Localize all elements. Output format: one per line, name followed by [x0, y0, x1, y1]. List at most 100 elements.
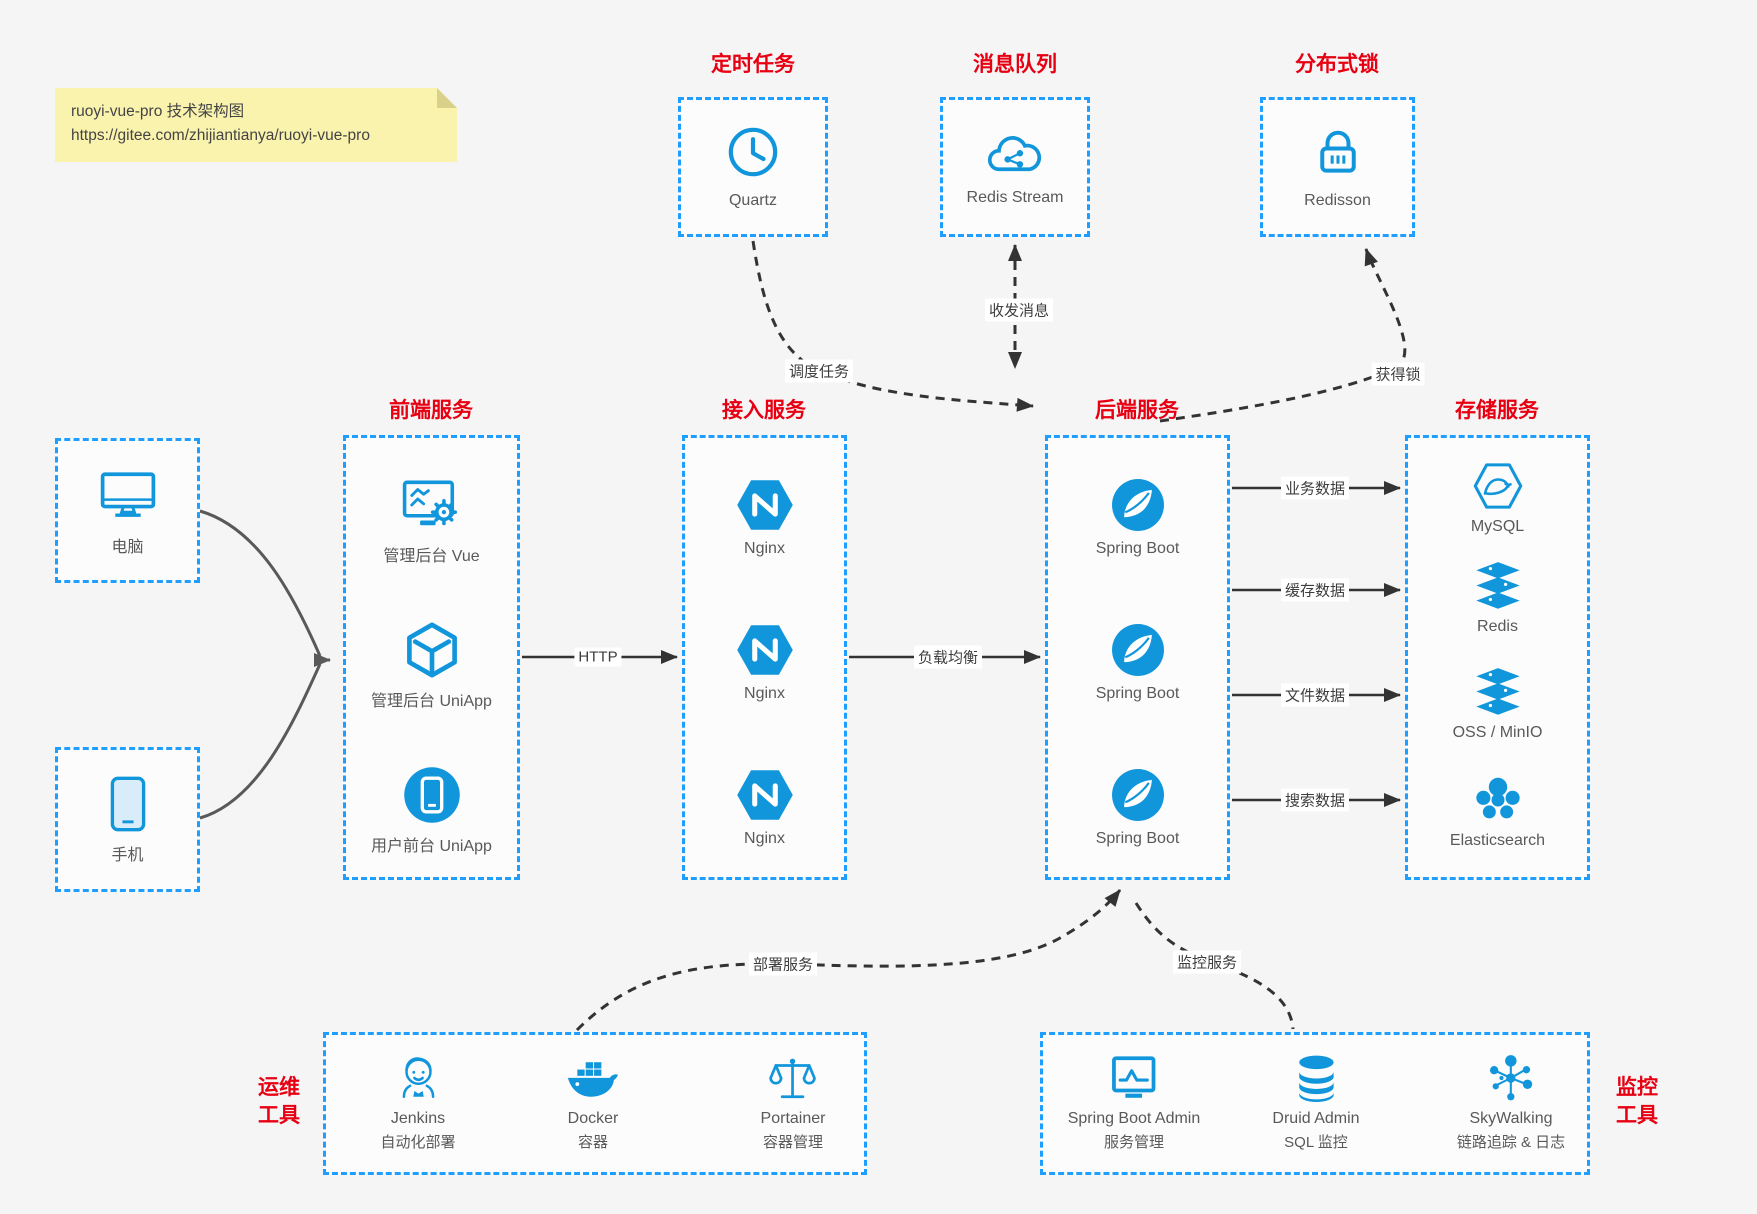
storage-item-label: OSS / MinIO	[1452, 724, 1543, 741]
ops-item-name: Jenkins	[390, 1110, 446, 1127]
frontend-item: 用户前台 UniApp	[346, 764, 517, 856]
storage-item: Redis	[1408, 560, 1587, 636]
ops-item: Docker 容器	[565, 1053, 621, 1152]
redisson-box: Redisson	[1260, 97, 1415, 237]
cube-icon	[401, 619, 463, 681]
nginx-icon	[736, 476, 794, 534]
edge-label-search-data: 搜索数据	[1280, 788, 1350, 812]
mobile-box: 手机	[55, 747, 200, 892]
gateway-box: Nginx Nginx Nginx	[682, 435, 847, 880]
group-title-storage: 存储服务	[1455, 399, 1539, 422]
redis-stream-box: Redis Stream	[940, 97, 1090, 237]
nginx-icon	[736, 766, 794, 824]
gateway-item: Nginx	[685, 766, 844, 848]
group-title-backend: 后端服务	[1095, 399, 1179, 422]
edge-acquire-lock	[1159, 248, 1407, 423]
edge-label-monitor-service: 监控服务	[1172, 950, 1242, 974]
ops-title-line1: 运维	[258, 1076, 300, 1099]
note-url: https://gitee.com/zhijiantianya/ruoyi-vu…	[71, 127, 370, 144]
note-title: ruoyi-vue-pro 技术架构图	[71, 103, 245, 120]
backend-item: Spring Boot	[1048, 476, 1227, 558]
nginx-icon	[736, 621, 794, 679]
monitor-item-name: SkyWalking	[1469, 1110, 1553, 1127]
spring-boot-icon	[1109, 621, 1167, 679]
group-title-ops: 运维 工具	[246, 1074, 312, 1130]
monitor-tools-box: Spring Boot Admin 服务管理 Druid Admin SQL 监…	[1040, 1032, 1590, 1175]
backend-item-label: Spring Boot	[1095, 540, 1180, 557]
sticky-note: ruoyi-vue-pro 技术架构图 https://gitee.com/zh…	[55, 88, 457, 162]
edge-label-http: HTTP	[574, 647, 622, 667]
storage-item: MySQL	[1408, 460, 1587, 536]
group-title-mq: 消息队列	[973, 53, 1057, 76]
storage-item-label: MySQL	[1470, 518, 1525, 535]
frontend-item: 管理后台 Vue	[346, 474, 517, 566]
storage-item: OSS / MinIO	[1408, 666, 1587, 742]
admin-vue-icon	[401, 474, 463, 536]
group-title-lock: 分布式锁	[1295, 53, 1379, 76]
backend-item: Spring Boot	[1048, 621, 1227, 703]
backend-box: Spring Boot Spring Boot Spring Boot	[1045, 435, 1230, 880]
frontend-item-label: 管理后台 Vue	[383, 548, 480, 565]
redisson-label: Redisson	[1304, 192, 1371, 209]
ops-item-name: Docker	[567, 1110, 619, 1127]
edge-label-business-data: 业务数据	[1280, 476, 1350, 500]
frontend-item-label: 管理后台 UniApp	[371, 693, 492, 710]
edge-label-send-receive: 收发消息	[984, 298, 1054, 322]
storage-item: Elasticsearch	[1408, 774, 1587, 850]
ops-item-desc: 自动化部署	[380, 1134, 456, 1151]
monitor-item-name: Druid Admin	[1272, 1110, 1360, 1127]
edge-label-cache-data: 缓存数据	[1280, 578, 1350, 602]
ops-item: Portainer 容器管理	[760, 1053, 826, 1152]
mysql-icon	[1472, 460, 1524, 512]
topology-icon	[1486, 1053, 1536, 1103]
ops-item-desc: 容器	[577, 1134, 608, 1151]
edge-mobile-to-frontend	[199, 663, 322, 820]
lock-icon	[1310, 124, 1366, 180]
portainer-icon	[768, 1053, 818, 1103]
user-app-icon	[401, 764, 463, 826]
gateway-item-label: Nginx	[744, 540, 785, 557]
gateway-item: Nginx	[685, 621, 844, 703]
monitor-item-desc: SQL 监控	[1284, 1134, 1348, 1151]
edge-label-schedule-task: 调度任务	[784, 359, 854, 383]
jenkins-icon	[393, 1053, 443, 1103]
quartz-box: Quartz	[678, 97, 828, 237]
spring-boot-icon	[1109, 766, 1167, 824]
pc-box: 电脑	[55, 438, 200, 583]
backend-item: Spring Boot	[1048, 766, 1227, 848]
edge-label-deploy-service: 部署服务	[748, 952, 818, 976]
frontend-item-label: 用户前台 UniApp	[371, 838, 492, 855]
group-title-monitor: 监控 工具	[1604, 1074, 1670, 1130]
elasticsearch-icon	[1472, 774, 1524, 826]
storage-stack-icon	[1472, 666, 1524, 718]
monitor-item: Spring Boot Admin 服务管理	[1067, 1053, 1201, 1152]
monitor-item: Druid Admin SQL 监控	[1272, 1053, 1360, 1152]
ops-item-name: Portainer	[760, 1110, 826, 1127]
monitor-item-desc: 服务管理	[1103, 1134, 1164, 1151]
edge-label-load-balance: 负载均衡	[913, 645, 983, 669]
edge-deploy-service	[575, 889, 1122, 1032]
gateway-item: Nginx	[685, 476, 844, 558]
backend-item-label: Spring Boot	[1095, 685, 1180, 702]
spring-boot-icon	[1109, 476, 1167, 534]
group-title-scheduler: 定时任务	[711, 53, 795, 76]
monitor-title-line2: 工具	[1616, 1104, 1658, 1127]
docker-icon	[565, 1057, 621, 1103]
phone-icon	[105, 775, 151, 833]
group-title-frontend: 前端服务	[389, 399, 473, 422]
pc-label: 电脑	[111, 538, 144, 556]
mobile-label: 手机	[111, 846, 144, 864]
storage-box: MySQL Redis OSS / MinIO Elasticsearch	[1405, 435, 1590, 880]
monitor-item-name: Spring Boot Admin	[1067, 1110, 1201, 1127]
ops-item-desc: 容器管理	[762, 1134, 824, 1151]
storage-item-label: Elasticsearch	[1449, 832, 1546, 849]
quartz-label: Quartz	[728, 192, 777, 209]
edge-label-acquire-lock: 获得锁	[1371, 362, 1425, 386]
cloud-mq-icon	[983, 127, 1047, 177]
monitor-item-desc: 链路追踪 & 日志	[1456, 1134, 1566, 1151]
ops-item: Jenkins 自动化部署	[380, 1053, 456, 1152]
monitor-chart-icon	[1109, 1053, 1159, 1103]
ops-title-line2: 工具	[258, 1104, 300, 1127]
clock-icon	[725, 124, 781, 180]
